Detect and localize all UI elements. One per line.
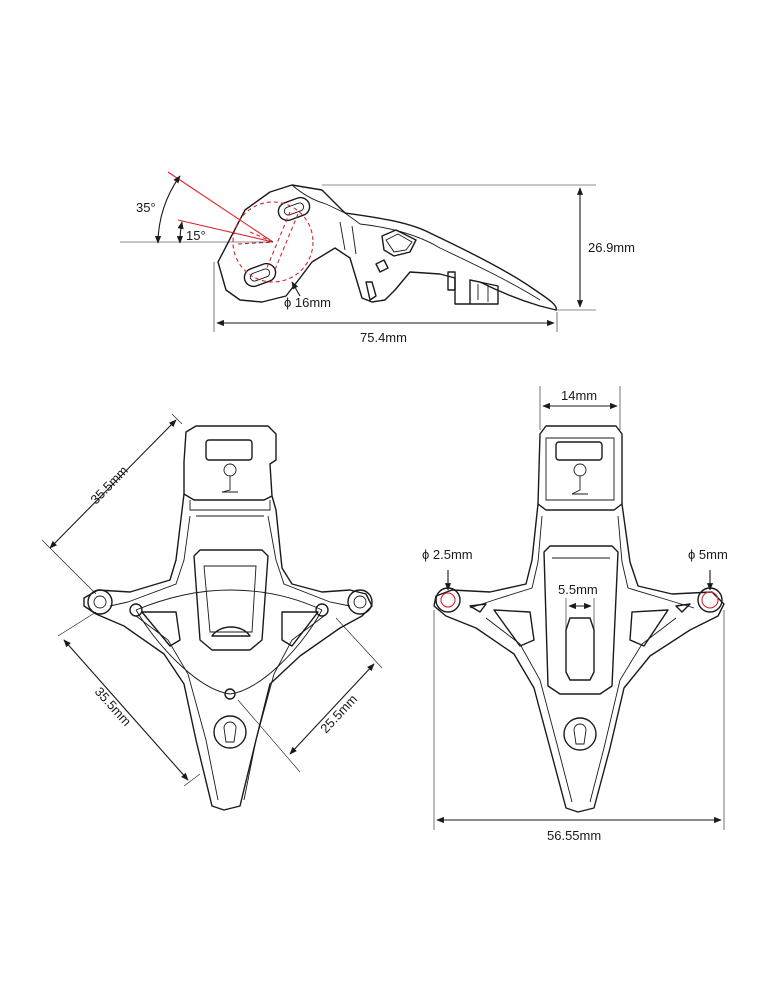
front-view-body-inner-left [109, 515, 219, 801]
side-view-body-outline [217, 184, 557, 311]
diag-upper-ext-bottom [41, 539, 97, 595]
side-view-leg-detail [477, 284, 489, 302]
angle-arc-35 [154, 175, 181, 244]
rear-view: 14mm ϕ 2.5mm ϕ 5mm 5.5mm 56.55mm [422, 386, 728, 843]
rear-view-body-inner-right [589, 515, 695, 803]
diag-right-label: 25.5mm [317, 691, 360, 736]
front-view: 35.5mm 35.5mm 25.5mm [41, 413, 383, 811]
side-view-arm-window [381, 229, 417, 257]
length-label: 75.4mm [360, 330, 407, 345]
side-view-leg-right [447, 271, 499, 305]
diag-upper-label: 35.5mm [87, 463, 130, 507]
rear-view-top-window [555, 441, 603, 461]
front-view-wire-triangle [135, 589, 323, 695]
front-view-window-left [141, 611, 181, 647]
side-view-small-slot [375, 259, 389, 273]
rear-view-body-outline [433, 503, 725, 813]
diag-right-ext-bottom [237, 699, 301, 773]
side-view-inner-rib [344, 212, 541, 301]
front-view-top-window [205, 439, 253, 461]
diag-upper-ext-top [171, 413, 183, 425]
front-view-pin-bottom [224, 688, 236, 700]
height-label: 26.9mm [588, 240, 635, 255]
diag-lower-ext-bottom [183, 773, 201, 787]
front-view-pin-left [129, 603, 143, 617]
rear-view-window-left [493, 609, 535, 647]
diag-upper-dimension-line [49, 419, 177, 549]
diag-lower-dimension-line [63, 639, 189, 781]
front-view-hole-left [87, 589, 113, 615]
front-view-top-box [183, 425, 277, 501]
side-view: 35° 15° ϕ 16mm 26.9mm 75.4mm [120, 171, 635, 345]
angle-15-label: 15° [186, 228, 206, 243]
front-view-keyhole-bottom [213, 715, 247, 749]
rear-view-body-inner-left [469, 515, 573, 803]
front-view-body-outline [83, 493, 373, 811]
rear-view-keyhole-bottom [563, 717, 597, 751]
hole-diameter-label: ϕ 16mm [284, 295, 331, 310]
rear-view-window-right [629, 609, 669, 647]
angle-arc-15 [176, 221, 184, 244]
front-view-window-right [281, 611, 319, 647]
hole-diameter-leader [291, 281, 301, 297]
slot-label: 5.5mm [558, 582, 598, 597]
top-width-label: 14mm [561, 388, 597, 403]
rear-view-top-box-inner [545, 437, 615, 501]
diag-right-ext-top [335, 617, 383, 669]
side-view-pivot-indicator [167, 171, 314, 283]
left-hole-label: ϕ 2.5mm [422, 547, 473, 562]
side-view-slot-upper [277, 196, 311, 222]
diag-lower-ext-top [57, 611, 97, 637]
rear-view-notch-left [469, 603, 487, 613]
front-view-hole-right [347, 589, 373, 615]
side-view-arm-window-inner [385, 233, 413, 253]
front-view-center-panel [193, 549, 269, 651]
rear-view-center-slot [565, 617, 595, 681]
diag-right-dimension-line [289, 663, 375, 755]
side-view-slot-lower [243, 262, 277, 288]
front-view-center-socket [211, 626, 251, 637]
rear-view-notch-right [675, 603, 691, 613]
side-view-arm-edge [339, 221, 357, 255]
total-width-label: 56.55mm [547, 828, 601, 843]
side-view-top-edge [291, 184, 346, 214]
rear-view-keyhole-top [571, 463, 588, 495]
front-view-center-panel-inner [203, 565, 257, 633]
rear-view-hole-right [697, 587, 723, 613]
rear-view-center-panel [543, 545, 619, 695]
right-hole-label: ϕ 5mm [688, 547, 728, 562]
side-view-leg-left [365, 281, 377, 301]
front-view-box-inner [189, 500, 271, 517]
angle-35-label: 35° [136, 200, 156, 215]
front-view-keyhole-top [221, 463, 238, 493]
front-view-pin-right [315, 603, 329, 617]
rear-view-top-box [537, 425, 623, 511]
diag-lower-label: 35.5mm [92, 684, 135, 729]
